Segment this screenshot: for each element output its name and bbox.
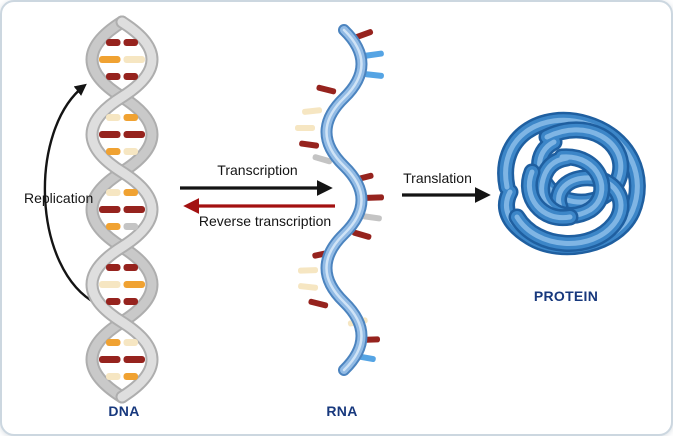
dna-label: DNA <box>108 403 140 419</box>
protein-label: PROTEIN <box>533 288 599 304</box>
rna-base <box>312 154 333 165</box>
replication-arrow <box>43 83 98 306</box>
rna-base <box>363 194 385 201</box>
translation-label: Translation <box>403 170 472 186</box>
rna-base <box>308 298 329 309</box>
reverse-transcription-label: Reverse transcription <box>198 213 332 229</box>
rna-base <box>351 229 372 240</box>
transcription-label: Transcription <box>217 162 298 178</box>
base-pair <box>106 298 138 305</box>
base-pair <box>99 56 145 63</box>
base-pair <box>106 73 138 80</box>
protein-blob <box>497 111 646 256</box>
protein-loop <box>508 169 630 252</box>
rna-base <box>299 140 320 149</box>
rna-base <box>316 84 337 95</box>
rna-base <box>361 213 382 222</box>
rna-base <box>302 107 323 115</box>
rna-base <box>297 267 319 274</box>
base-pair <box>99 131 145 138</box>
dna-base-pairs <box>99 39 145 380</box>
base-pair <box>106 339 138 346</box>
base-pair <box>106 373 138 380</box>
rna-label: RNA <box>326 403 358 419</box>
rna-base <box>298 283 319 291</box>
rna-base <box>353 29 374 41</box>
base-pair <box>99 281 145 288</box>
base-pair <box>106 114 138 121</box>
dna-helix <box>85 15 159 404</box>
rna-strand <box>295 24 385 376</box>
base-pair <box>99 356 145 363</box>
dna-strand-front <box>87 17 157 402</box>
dna-strand-back <box>87 17 157 402</box>
rna-base <box>363 50 384 59</box>
base-pair <box>106 148 138 155</box>
base-pair <box>106 223 138 230</box>
protein-loop <box>520 163 579 227</box>
base-pair <box>106 264 138 271</box>
replication-label: Replication <box>24 190 94 206</box>
base-pair <box>99 206 145 213</box>
base-pair <box>106 39 138 46</box>
base-pair <box>106 189 138 196</box>
rna-bases <box>295 29 385 363</box>
rna-base <box>363 71 384 79</box>
rna-base <box>295 125 315 131</box>
